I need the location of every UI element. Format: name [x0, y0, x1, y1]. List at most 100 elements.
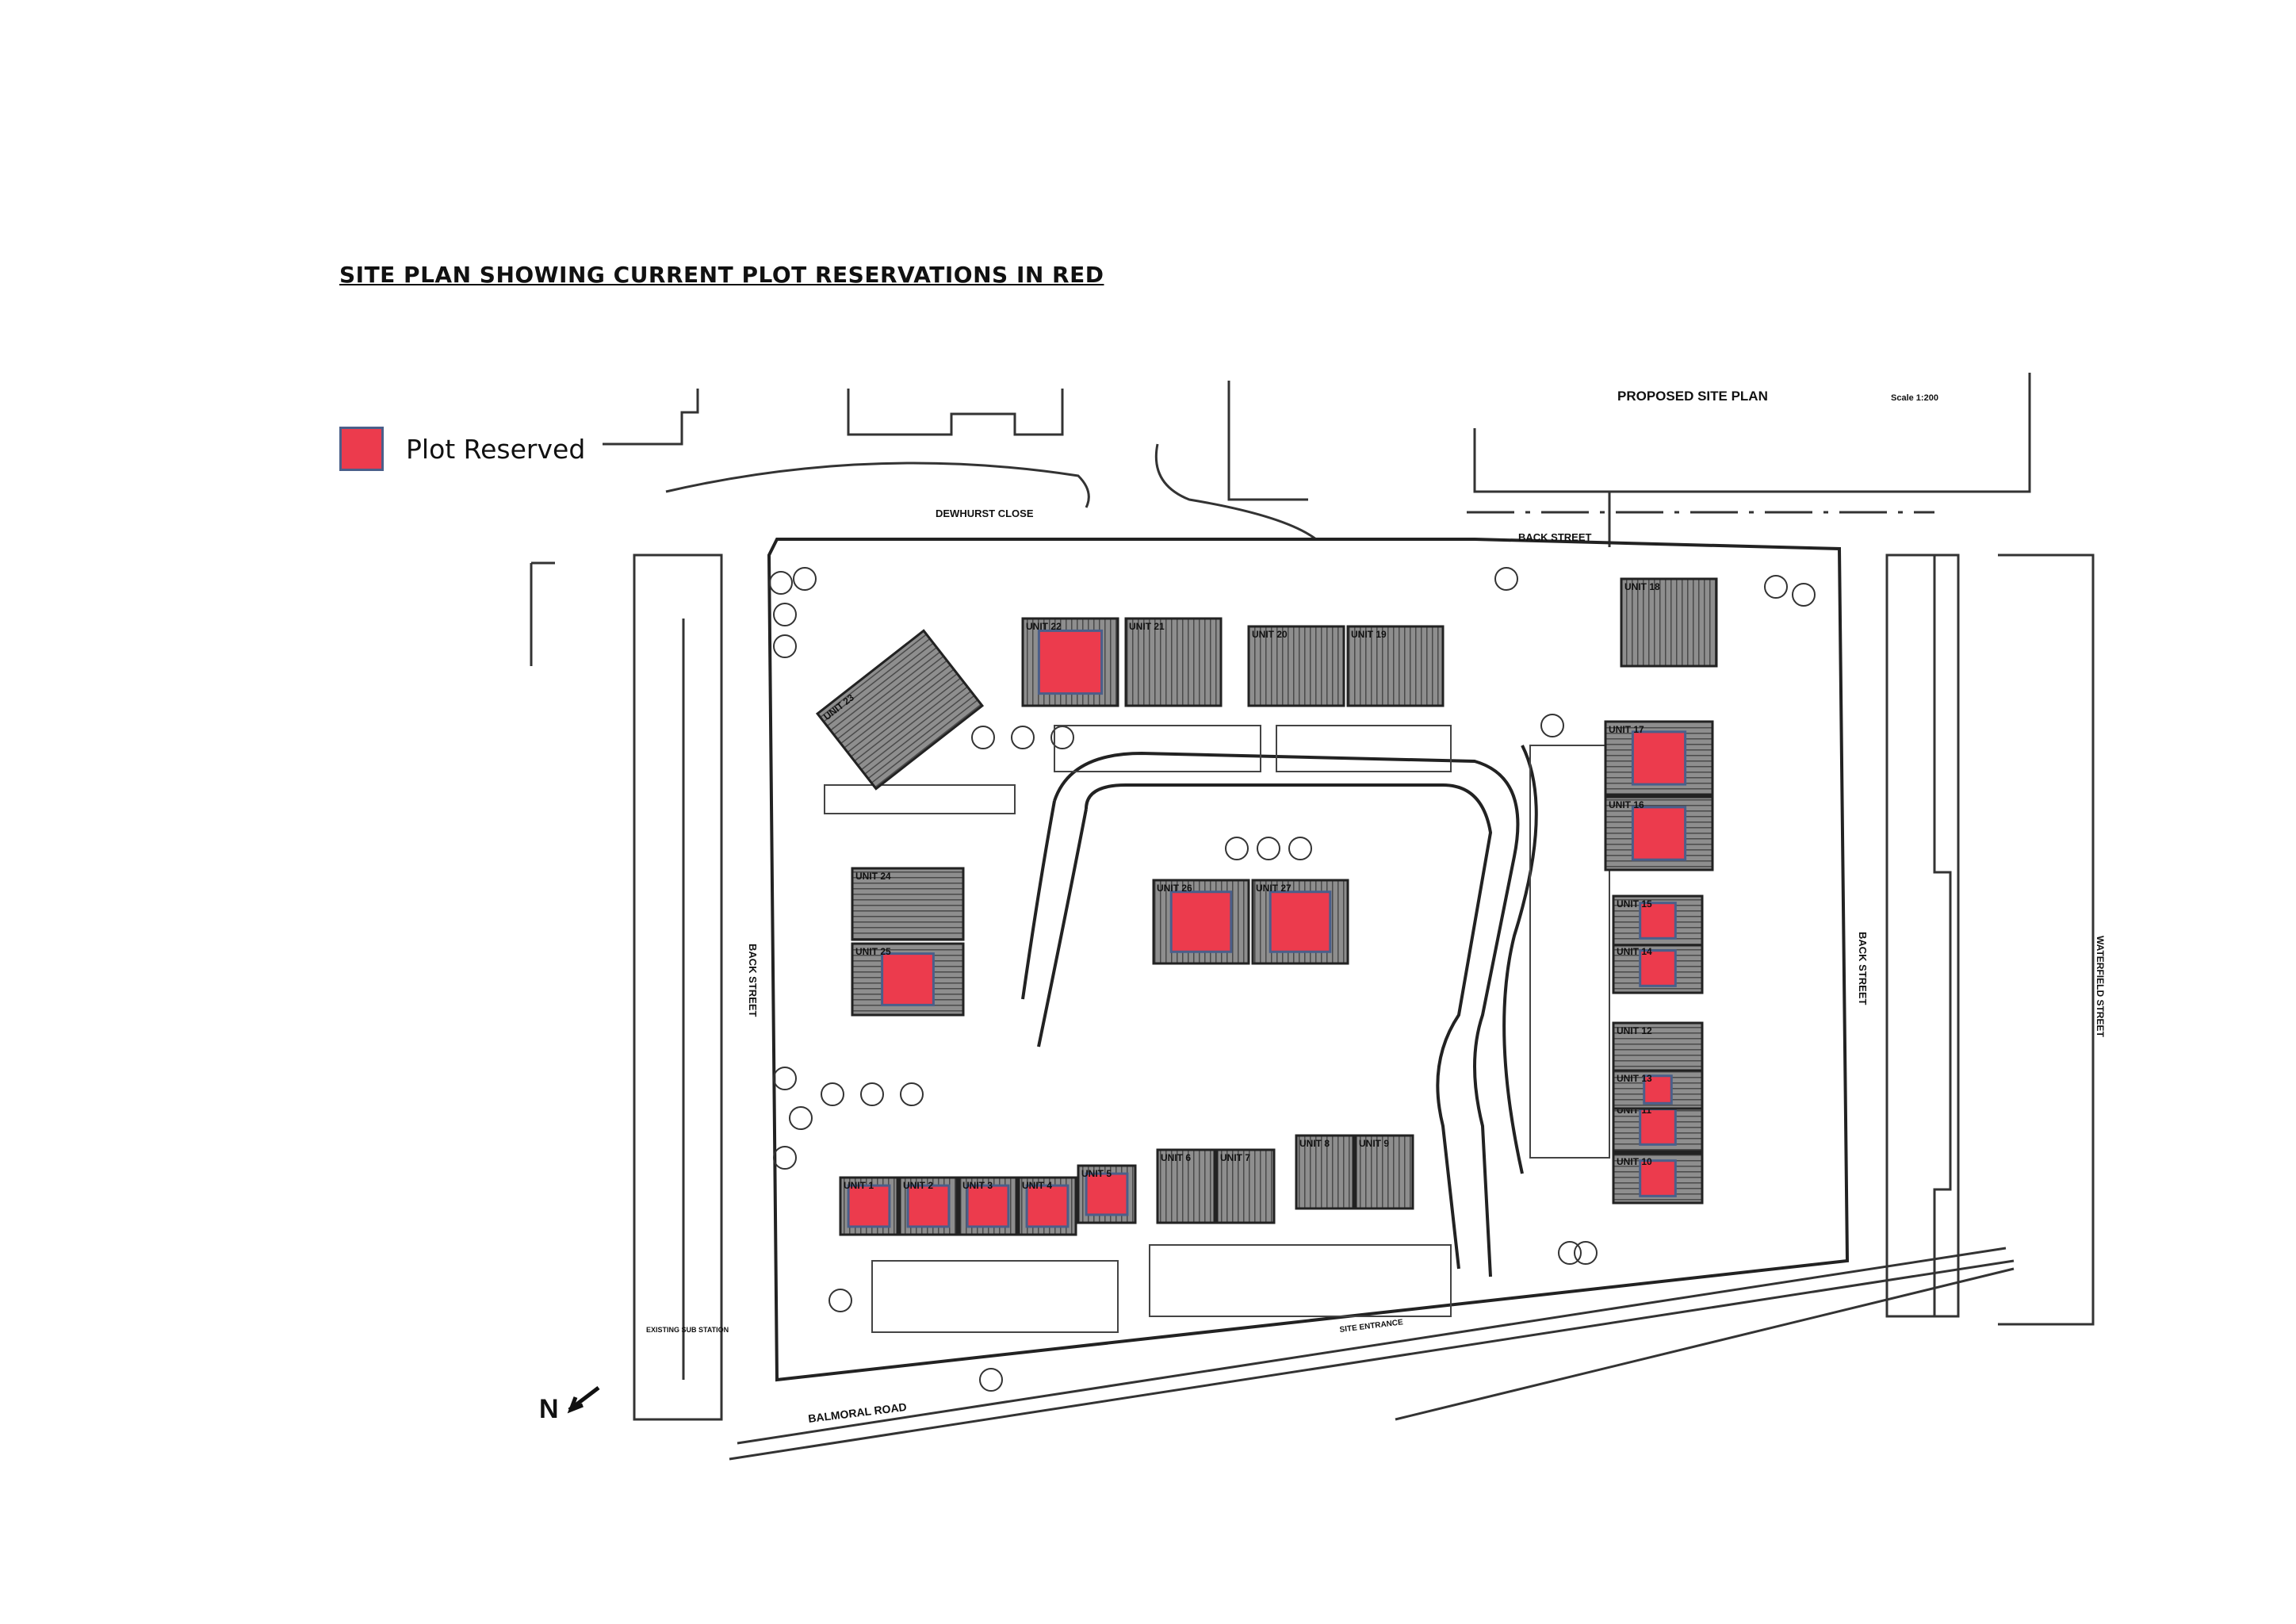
unit-19[interactable]: UNIT 19	[1346, 625, 1445, 707]
unit-1-reserved-marker	[847, 1184, 891, 1228]
unit-23[interactable]: UNIT 23	[815, 629, 985, 791]
legend-label: Plot Reserved	[406, 433, 586, 465]
street-back-left: BACK STREET	[747, 944, 759, 1017]
page-title: SITE PLAN SHOWING CURRENT PLOT RESERVATI…	[339, 262, 1104, 288]
unit-19-roof	[1346, 625, 1445, 707]
unit-13-reserved-marker	[1643, 1074, 1673, 1105]
unit-18-roof	[1620, 577, 1718, 668]
site-boundary	[767, 538, 1850, 1382]
unit-22[interactable]: UNIT 22	[1021, 617, 1119, 707]
unit-9-label: UNIT 9	[1359, 1138, 1389, 1149]
unit-3-reserved-marker	[966, 1184, 1010, 1228]
unit-27-reserved-marker	[1269, 891, 1332, 953]
street-waterfield: WATERFIELD STREET	[2095, 936, 2106, 1037]
unit-26-label: UNIT 26	[1157, 883, 1192, 894]
unit-10-reserved-marker	[1639, 1159, 1677, 1197]
unit-15-reserved-marker	[1639, 902, 1677, 940]
unit-22-label: UNIT 22	[1026, 621, 1062, 632]
unit-12[interactable]: UNIT 12	[1612, 1021, 1704, 1074]
unit-21-roof	[1124, 617, 1223, 707]
unit-14[interactable]: UNIT 14	[1612, 942, 1704, 994]
street-balmoral: BALMORAL ROAD	[807, 1400, 907, 1425]
unit-24-roof	[851, 867, 965, 941]
legend: Plot Reserved	[339, 427, 585, 471]
legend-swatch	[339, 427, 384, 471]
unit-18-label: UNIT 18	[1624, 581, 1660, 592]
unit-10-label: UNIT 10	[1617, 1156, 1652, 1167]
unit-17-label: UNIT 17	[1609, 724, 1644, 735]
street-dewhurst-close: DEWHURST CLOSE	[936, 508, 1034, 519]
unit-16-label: UNIT 16	[1609, 799, 1644, 810]
unit-6-label: UNIT 6	[1161, 1152, 1191, 1163]
unit-12-label: UNIT 12	[1617, 1025, 1652, 1036]
street-back-right: BACK STREET	[1857, 932, 1869, 1005]
unit-13[interactable]: UNIT 13	[1612, 1069, 1704, 1110]
north-label: N	[539, 1394, 559, 1424]
unit-4-reserved-marker	[1025, 1184, 1070, 1228]
unit-19-label: UNIT 19	[1351, 629, 1387, 640]
unit-3[interactable]: UNIT 3	[958, 1176, 1018, 1236]
unit-2-label: UNIT 2	[903, 1180, 933, 1191]
street-back-top: BACK STREET	[1518, 531, 1592, 543]
parking-bays	[824, 725, 1610, 1333]
unit-7-label: UNIT 7	[1220, 1152, 1250, 1163]
unit-26-reserved-marker	[1169, 891, 1233, 953]
unit-9[interactable]: UNIT 9	[1354, 1134, 1414, 1210]
unit-1-label: UNIT 1	[844, 1180, 874, 1191]
unit-1[interactable]: UNIT 1	[839, 1176, 899, 1236]
unit-22-reserved-marker	[1037, 629, 1104, 695]
unit-2[interactable]: UNIT 2	[898, 1176, 959, 1236]
unit-4-label: UNIT 4	[1022, 1180, 1052, 1191]
unit-10[interactable]: UNIT 10	[1612, 1152, 1704, 1205]
unit-24-label: UNIT 24	[855, 871, 891, 882]
unit-17-reserved-marker	[1631, 730, 1687, 786]
unit-16-reserved-marker	[1631, 806, 1687, 861]
unit-11-reserved-marker	[1639, 1108, 1677, 1146]
unit-15[interactable]: UNIT 15	[1612, 894, 1704, 947]
unit-14-label: UNIT 14	[1617, 946, 1652, 957]
unit-25-label: UNIT 25	[855, 946, 891, 957]
unit-21[interactable]: UNIT 21	[1124, 617, 1223, 707]
unit-7-roof	[1215, 1148, 1276, 1224]
unit-21-label: UNIT 21	[1129, 621, 1165, 632]
unit-4[interactable]: UNIT 4	[1017, 1176, 1077, 1236]
unit-13-label: UNIT 13	[1617, 1073, 1652, 1084]
units-layer: UNIT 1 UNIT 2 UNIT 3 UNIT 4 UNIT 5 UNIT 6 UNIT…	[815, 577, 1718, 1236]
boundary-trees	[769, 567, 1816, 1392]
unit-8-roof	[1295, 1134, 1355, 1210]
unit-8[interactable]: UNIT 8	[1295, 1134, 1355, 1210]
unit-7[interactable]: UNIT 7	[1215, 1148, 1276, 1224]
unit-18[interactable]: UNIT 18	[1620, 577, 1718, 668]
north-arrow: N	[539, 1386, 600, 1424]
unit-14-reserved-marker	[1639, 949, 1677, 987]
unit-15-label: UNIT 15	[1617, 898, 1652, 910]
unit-24[interactable]: UNIT 24	[851, 867, 965, 941]
unit-9-roof	[1354, 1134, 1414, 1210]
sub-station: EXISTING SUB STATION	[646, 1326, 729, 1334]
unit-25-reserved-marker	[881, 952, 935, 1006]
unit-11[interactable]: UNIT 11	[1612, 1101, 1704, 1153]
unit-6-roof	[1156, 1148, 1216, 1224]
unit-16[interactable]: UNIT 16	[1604, 795, 1714, 871]
unit-20-roof	[1247, 625, 1345, 707]
unit-20-label: UNIT 20	[1252, 629, 1288, 640]
site-entrance: SITE ENTRANCE	[1339, 1318, 1404, 1335]
unit-3-label: UNIT 3	[962, 1180, 993, 1191]
unit-17[interactable]: UNIT 17	[1604, 720, 1714, 796]
plan-scale: Scale 1:200	[1891, 393, 1938, 403]
unit-2-reserved-marker	[906, 1184, 951, 1228]
unit-5-reserved-marker	[1085, 1172, 1129, 1216]
unit-27[interactable]: UNIT 27	[1251, 879, 1349, 965]
unit-6[interactable]: UNIT 6	[1156, 1148, 1216, 1224]
surrounding-context	[530, 373, 2095, 1461]
unit-27-label: UNIT 27	[1256, 883, 1292, 894]
unit-26[interactable]: UNIT 26	[1152, 879, 1250, 965]
unit-5-label: UNIT 5	[1081, 1168, 1112, 1179]
unit-25[interactable]: UNIT 25	[851, 942, 965, 1017]
unit-20[interactable]: UNIT 20	[1247, 625, 1345, 707]
unit-23-roof	[815, 629, 985, 791]
unit-8-label: UNIT 8	[1299, 1138, 1330, 1149]
unit-5[interactable]: UNIT 5	[1077, 1164, 1137, 1224]
plan-header: PROPOSED SITE PLAN	[1617, 389, 1768, 404]
